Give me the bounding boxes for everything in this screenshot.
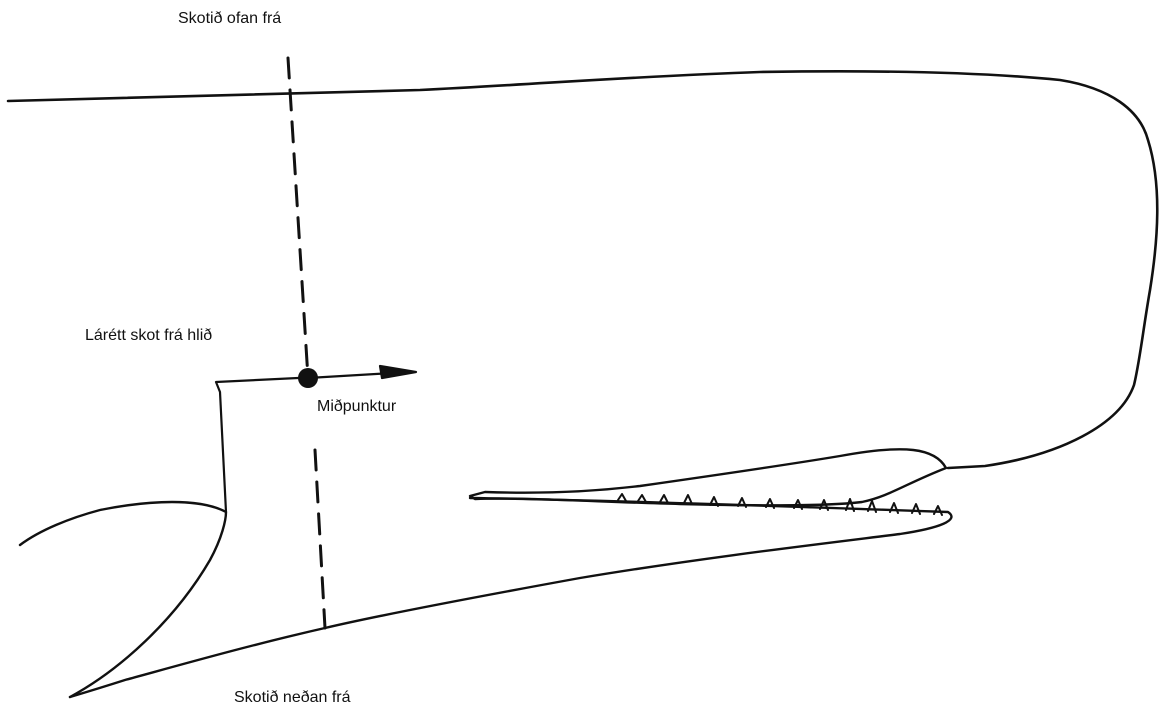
label-bottom-shot: Skotið neðan frá	[234, 689, 351, 707]
label-center-point: Miðpunktur	[317, 398, 396, 416]
whale-throat-line	[70, 628, 325, 697]
label-top-shot: Skotið ofan frá	[178, 10, 281, 28]
side-shot-leader	[216, 378, 298, 512]
whale-upper-lip	[470, 449, 946, 505]
vertical-shot-line-upper	[288, 58, 308, 378]
label-side-shot: Lárétt skot frá hlið	[85, 327, 212, 345]
whale-lower-jaw	[325, 498, 951, 628]
whale-back-outline	[8, 71, 1157, 468]
center-point-dot	[298, 368, 318, 388]
arrowhead-icon	[380, 366, 416, 378]
whale-flipper	[20, 502, 226, 697]
vertical-shot-line-lower	[315, 450, 325, 628]
